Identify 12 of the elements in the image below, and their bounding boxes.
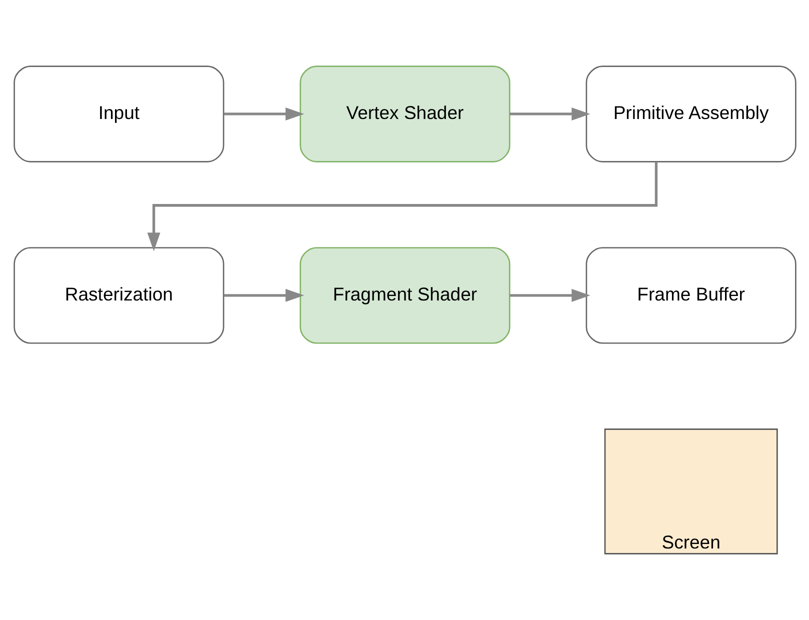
node-box: Vertex Shader [299, 66, 510, 162]
node-box: Rasterization [13, 247, 224, 344]
node-box: Frame Buffer [585, 247, 796, 344]
arrow [146, 162, 658, 252]
arrow [509, 288, 590, 302]
node-box: Primitive Assembly [585, 66, 796, 162]
arrow [223, 107, 304, 120]
arrow [223, 288, 304, 302]
node-box: Fragment Shader [299, 247, 510, 344]
node-box: Input [13, 66, 224, 162]
node-box: Screen [604, 428, 778, 554]
arrow [509, 107, 590, 120]
